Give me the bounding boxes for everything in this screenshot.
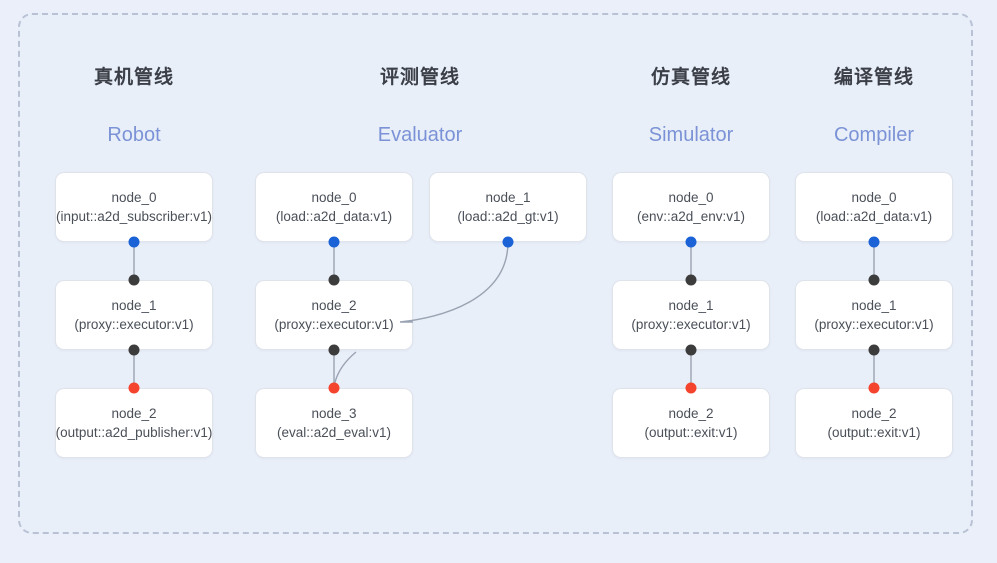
port-input-compiler-2[interactable] [868,382,880,394]
node-evaluator-3[interactable]: node_3 (eval::a2d_eval:v1) [255,388,413,458]
node-name: node_2 [311,298,357,313]
port-output-simulator-0[interactable] [685,236,697,248]
node-name: node_1 [485,190,531,205]
node-name: node_1 [111,298,157,313]
port-output-compiler-0[interactable] [868,236,880,248]
node-spec: (load::a2d_data:v1) [815,209,933,224]
node-name: node_2 [668,406,714,421]
port-input-simulator-1[interactable] [685,274,697,286]
node-name: node_1 [668,298,714,313]
node-spec: (load::a2d_gt:v1) [457,209,559,224]
port-output-evaluator-0[interactable] [328,236,340,248]
node-name: node_2 [851,406,897,421]
port-output-robot-0[interactable] [128,236,140,248]
node-robot-0[interactable]: node_0 (input::a2d_subscriber:v1) [55,172,213,242]
node-spec: (output::exit:v1) [644,425,738,440]
node-robot-1[interactable]: node_1 (proxy::executor:v1) [55,280,213,350]
node-compiler-2[interactable]: node_2 (output::exit:v1) [795,388,953,458]
node-spec: (proxy::executor:v1) [814,317,934,332]
node-spec: (output::exit:v1) [827,425,921,440]
column-title-robot: 真机管线 [93,67,175,88]
node-name: node_0 [111,190,157,205]
port-input-compiler-1[interactable] [868,274,880,286]
node-name: node_2 [111,406,157,421]
node-spec: (env::a2d_env:v1) [636,209,746,224]
node-spec: (input::a2d_subscriber:v1) [55,209,213,224]
column-title-simulator: 仿真管线 [650,67,732,88]
port-output-robot-1[interactable] [128,344,140,356]
port-output-evaluator-2[interactable] [328,344,340,356]
port-output-evaluator-1[interactable] [502,236,514,248]
port-output-simulator-1[interactable] [685,344,697,356]
node-simulator-1[interactable]: node_1 (proxy::executor:v1) [612,280,770,350]
node-robot-2[interactable]: node_2 (output::a2d_publisher:v1) [55,388,213,458]
node-spec: (proxy::executor:v1) [631,317,751,332]
port-input-robot-1[interactable] [128,274,140,286]
node-name: node_0 [668,190,714,205]
node-spec: (proxy::executor:v1) [74,317,194,332]
column-subtitle-robot: Robot [107,124,161,146]
node-name: node_1 [851,298,897,313]
column-title-compiler: 编译管线 [833,67,915,88]
node-simulator-2[interactable]: node_2 (output::exit:v1) [612,388,770,458]
node-evaluator-1[interactable]: node_1 (load::a2d_gt:v1) [429,172,587,242]
node-evaluator-2[interactable]: node_2 (proxy::executor:v1) [255,280,413,350]
port-input-evaluator-3[interactable] [328,382,340,394]
node-spec: (load::a2d_data:v1) [275,209,393,224]
node-spec: (output::a2d_publisher:v1) [55,425,213,440]
port-input-simulator-2[interactable] [685,382,697,394]
node-compiler-1[interactable]: node_1 (proxy::executor:v1) [795,280,953,350]
node-name: node_0 [311,190,357,205]
node-name: node_0 [851,190,897,205]
column-subtitle-compiler: Compiler [833,124,915,146]
column-subtitle-simulator: Simulator [648,124,734,146]
node-evaluator-0[interactable]: node_0 (load::a2d_data:v1) [255,172,413,242]
node-compiler-0[interactable]: node_0 (load::a2d_data:v1) [795,172,953,242]
node-simulator-0[interactable]: node_0 (env::a2d_env:v1) [612,172,770,242]
node-name: node_3 [311,406,357,421]
port-input-evaluator-2[interactable] [328,274,340,286]
node-spec: (eval::a2d_eval:v1) [276,425,392,440]
column-subtitle-evaluator: Evaluator [377,124,463,146]
node-spec: (proxy::executor:v1) [274,317,394,332]
port-output-compiler-1[interactable] [868,344,880,356]
port-input-robot-2[interactable] [128,382,140,394]
column-title-evaluator: 评测管线 [379,67,461,88]
